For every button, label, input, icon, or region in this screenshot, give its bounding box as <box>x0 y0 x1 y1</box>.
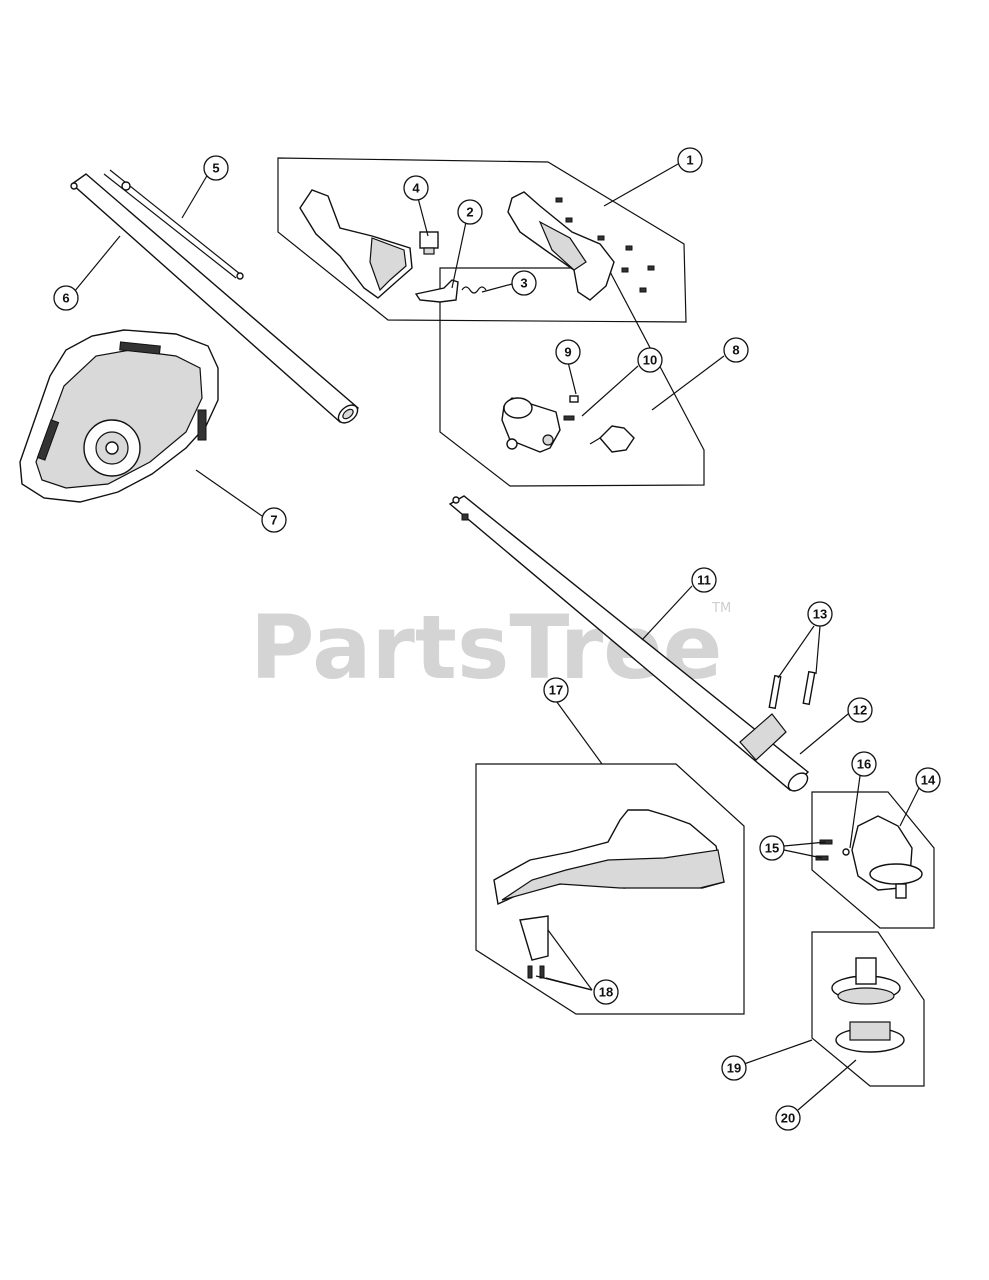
svg-text:13: 13 <box>813 607 827 622</box>
svg-text:6: 6 <box>62 291 69 306</box>
head-group-box <box>811 931 925 1087</box>
svg-text:2: 2 <box>466 205 473 220</box>
callout-18: 18 <box>593 979 619 1005</box>
leader-lines <box>73 163 921 1111</box>
handle-group-box <box>277 157 687 323</box>
guard-group-box <box>475 763 745 1015</box>
trimmer-head-hub <box>831 957 901 1005</box>
nut <box>569 395 579 403</box>
svg-text:19: 19 <box>727 1061 741 1076</box>
svg-text:18: 18 <box>599 985 613 1000</box>
callout-10: 10 <box>637 347 663 373</box>
svg-text:20: 20 <box>781 1111 795 1126</box>
callout-12: 12 <box>847 697 873 723</box>
svg-text:10: 10 <box>643 353 657 368</box>
partstree-watermark: PartsTree TM <box>250 596 731 699</box>
callout-4: 4 <box>403 175 429 201</box>
callout-11: 11 <box>691 567 717 593</box>
callout-9: 9 <box>555 339 581 365</box>
callout-16: 16 <box>851 751 877 777</box>
svg-text:12: 12 <box>853 703 867 718</box>
callout-7: 7 <box>261 507 287 533</box>
svg-text:16: 16 <box>857 757 871 772</box>
svg-text:1: 1 <box>686 153 693 168</box>
handle-assembly <box>299 189 655 301</box>
callout-5: 5 <box>203 155 229 181</box>
gearbox-group-box <box>811 791 935 929</box>
callout-14: 14 <box>915 767 941 793</box>
guard <box>493 809 725 906</box>
callout-8: 8 <box>723 337 749 363</box>
callout-3: 3 <box>511 270 537 296</box>
callout-1: 1 <box>677 147 703 173</box>
callout-6: 6 <box>53 285 79 311</box>
svg-text:3: 3 <box>520 276 527 291</box>
callout-13: 13 <box>807 601 833 627</box>
svg-text:11: 11 <box>697 573 711 588</box>
screw <box>527 965 533 979</box>
trigger-spring <box>461 286 487 294</box>
motor-housing <box>19 329 219 503</box>
spool <box>835 1021 905 1053</box>
upper-shaft <box>70 173 360 424</box>
svg-text:8: 8 <box>732 343 739 358</box>
switch <box>419 231 439 255</box>
svg-text:9: 9 <box>564 345 571 360</box>
lower-shaft <box>448 495 810 792</box>
callout-19: 19 <box>721 1055 747 1081</box>
svg-text:15: 15 <box>765 841 779 856</box>
knob <box>589 425 635 453</box>
callout-2: 2 <box>457 199 483 225</box>
shaft-coupler <box>501 397 561 453</box>
callout-17: 17 <box>543 677 569 703</box>
gearbox <box>851 815 923 899</box>
callout-15: 15 <box>759 835 785 861</box>
coupler-screw <box>563 415 575 421</box>
svg-text:4: 4 <box>412 181 420 196</box>
callout-20: 20 <box>775 1105 801 1131</box>
bolts <box>768 670 816 710</box>
watermark-trademark: TM <box>711 601 731 616</box>
screw <box>539 965 545 979</box>
svg-text:5: 5 <box>212 161 219 176</box>
svg-text:7: 7 <box>270 513 277 528</box>
shaft-sleeve <box>739 713 787 761</box>
washer <box>842 848 850 856</box>
trigger <box>414 279 459 303</box>
svg-text:14: 14 <box>921 773 936 788</box>
svg-text:17: 17 <box>549 683 563 698</box>
line-cutter-blade <box>519 915 549 961</box>
throttle-cable <box>103 169 244 280</box>
